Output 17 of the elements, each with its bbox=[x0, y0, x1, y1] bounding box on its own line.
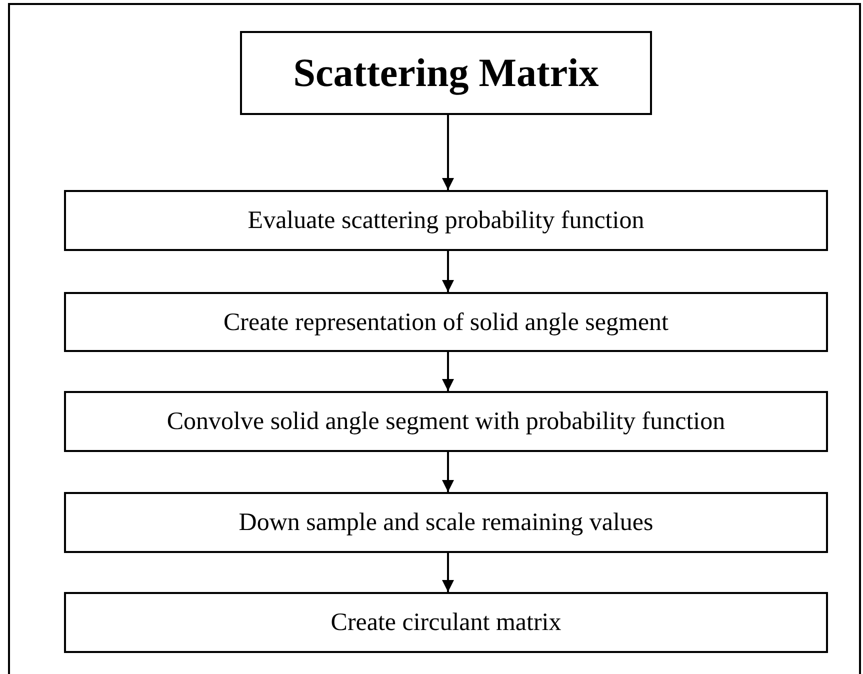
step-text: Create representation of solid angle segment bbox=[224, 310, 668, 334]
step-text: Convolve solid angle segment with probability function bbox=[166, 409, 726, 434]
arrow bbox=[442, 553, 454, 592]
process-box bbox=[64, 292, 828, 352]
arrow bbox=[442, 452, 454, 492]
title-text: Scattering Matrix bbox=[293, 53, 599, 93]
arrow bbox=[442, 251, 454, 292]
title-box bbox=[240, 31, 652, 115]
process-box bbox=[64, 492, 828, 553]
step-text: Create circulant matrix bbox=[330, 610, 562, 635]
step-text: Down sample and scale remaining values bbox=[238, 510, 654, 535]
process-box bbox=[64, 190, 828, 251]
process-box bbox=[64, 592, 828, 653]
arrow bbox=[442, 352, 454, 391]
arrow bbox=[442, 115, 454, 190]
process-box bbox=[64, 391, 828, 452]
step-text: Evaluate scattering probability function bbox=[248, 208, 644, 233]
